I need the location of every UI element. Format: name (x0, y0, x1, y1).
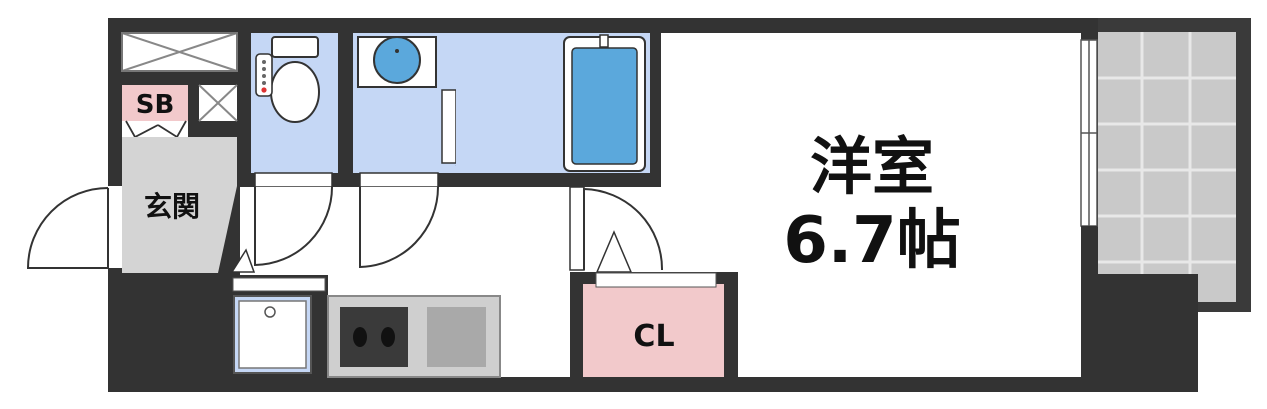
balcony (1093, 18, 1251, 312)
shoe-box: SB (122, 85, 188, 139)
bathtub-icon (563, 34, 646, 172)
bathroom (456, 33, 650, 173)
washroom-door (359, 172, 439, 269)
western-room-label: 洋室 (810, 130, 934, 203)
closet: CL (570, 272, 738, 377)
kitchen-counter (327, 295, 501, 378)
balcony-window (1080, 39, 1098, 227)
sink-icon (427, 307, 486, 367)
washbasin-icon (357, 36, 437, 88)
entrance-label: 玄関 (144, 190, 200, 223)
toilet-door (254, 172, 333, 267)
washing-machine-pan (230, 275, 328, 377)
toilet-room (251, 33, 338, 173)
western-room-size: 6.7帖 (783, 204, 960, 278)
stove-icon (340, 307, 408, 367)
shoe-box-label: SB (136, 90, 175, 120)
toilet-icon (255, 36, 320, 123)
closet-label: CL (633, 319, 674, 354)
western-room-door (583, 187, 664, 273)
entrance: 玄関 (26, 137, 237, 273)
storage-cells (121, 32, 238, 122)
washing-machine-pan-icon (233, 295, 312, 374)
